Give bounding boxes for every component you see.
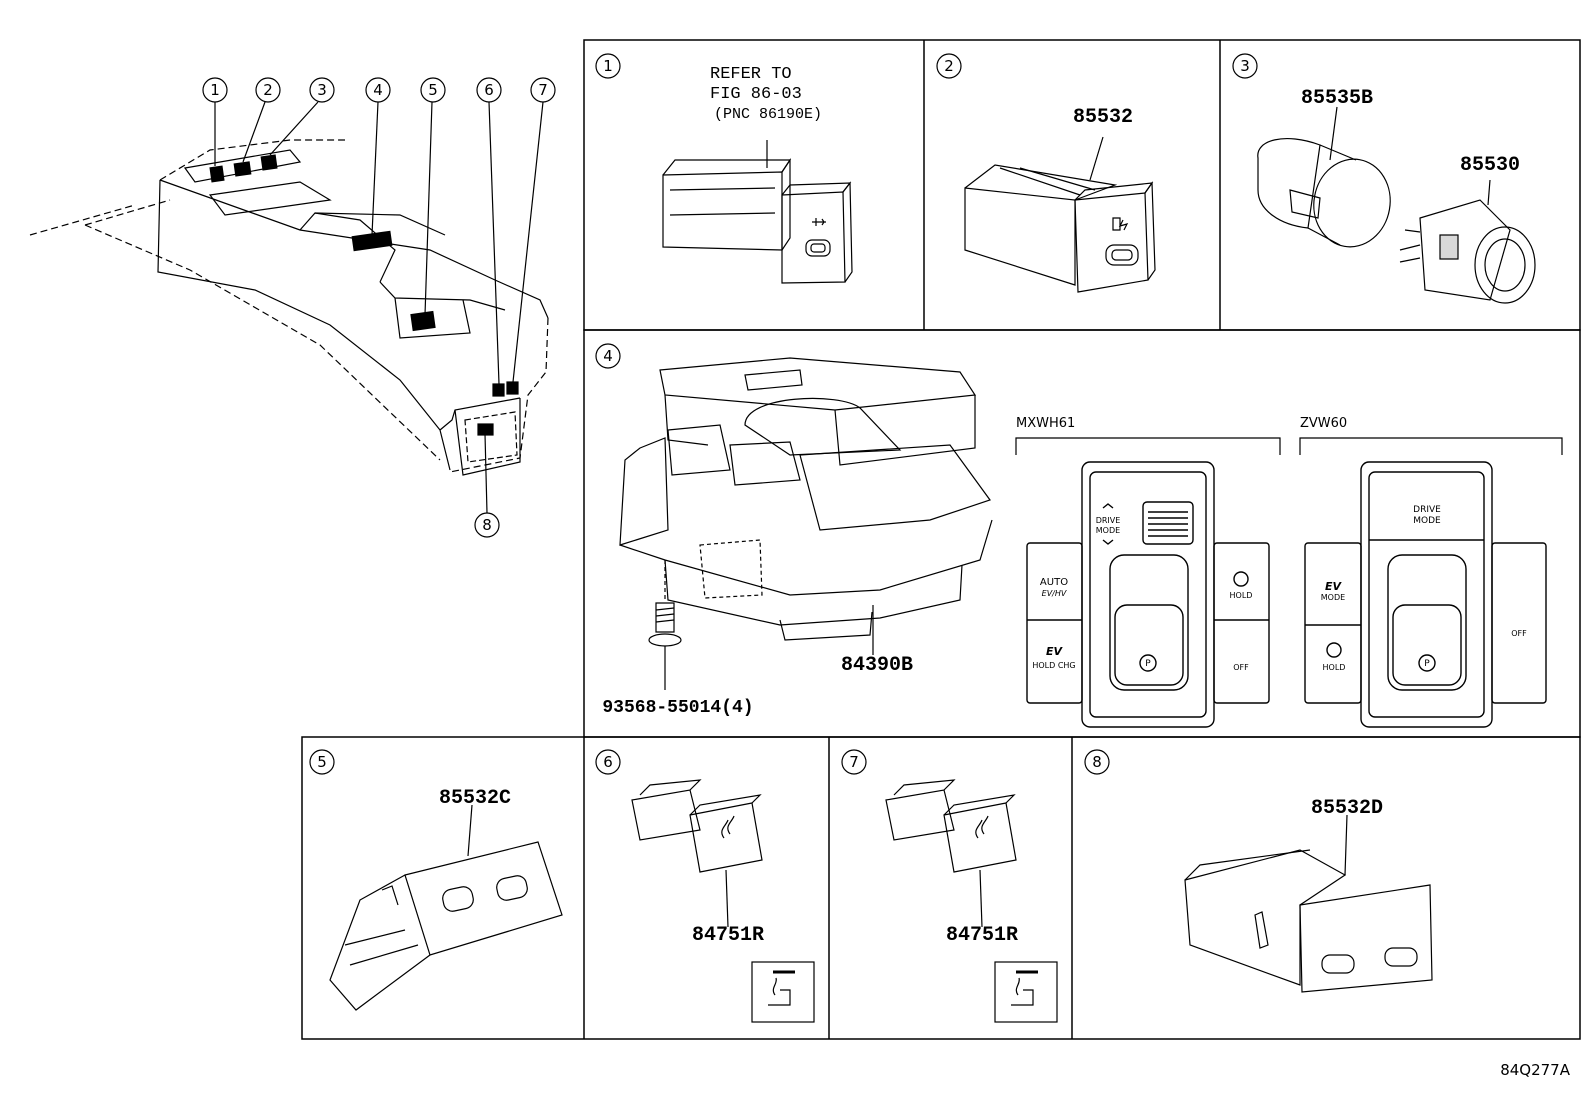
zvw60-switch-panel — [1304, 461, 1547, 728]
part-number-85532C: 85532C — [439, 787, 511, 810]
variant-label-zvw60: ZVW60 — [1300, 416, 1347, 431]
panel-5-number: 5 — [317, 753, 327, 771]
overview-callout-2: 2 — [263, 81, 273, 99]
overview-callout-6: 6 — [484, 81, 494, 99]
zvw60-off-label: OFF — [1511, 629, 1527, 638]
overview-callout-8: 8 — [482, 516, 492, 534]
zvw60-mode-label: MODE — [1413, 516, 1441, 526]
overview-callout-3: 3 — [317, 81, 327, 99]
mxwh61-switch-panel — [1026, 461, 1270, 728]
refer-text-line2: FIG 86-03 — [710, 85, 802, 104]
panel-1-number: 1 — [603, 57, 613, 75]
usb-port-drawing — [662, 140, 853, 284]
overview-callout-5: 5 — [428, 81, 438, 99]
part-number-84390B: 84390B — [841, 654, 913, 677]
part-number-85530: 85530 — [1460, 154, 1520, 177]
heater-switch-drawing-7 — [885, 779, 1058, 1023]
charger-85532D-drawing — [1184, 814, 1433, 993]
panel-3-number: 3 — [1240, 57, 1250, 75]
zvw60-drive-label: DRIVE — [1413, 505, 1441, 515]
socket-85535B-drawing — [1257, 106, 1391, 248]
overview-callout-7: 7 — [538, 81, 548, 99]
mxwh61-drive-label: DRIVE — [1096, 516, 1121, 525]
panel-number-circles — [309, 53, 1258, 775]
panel-7-number: 7 — [849, 753, 859, 771]
figure-code: 84Q277A — [1500, 1061, 1571, 1079]
overview-callout-1: 1 — [210, 81, 220, 99]
mxwh61-hold-label: HOLD — [1230, 591, 1253, 600]
refer-text-line3: (PNC 86190E) — [714, 106, 822, 123]
panel-4-number: 4 — [603, 347, 613, 365]
socket-85530-drawing — [1399, 179, 1536, 304]
console-overview — [29, 77, 556, 538]
variant-brackets — [1015, 437, 1563, 455]
overview-callout-4: 4 — [373, 81, 383, 99]
panel-2-number: 2 — [944, 57, 954, 75]
mxwh61-p-label: P — [1145, 659, 1151, 669]
part-number-85532: 85532 — [1073, 106, 1133, 129]
mxwh61-mode-label: MODE — [1096, 526, 1120, 535]
panel-frames — [301, 39, 1581, 1040]
part-number-84751R-7: 84751R — [946, 924, 1018, 947]
part-number-84751R-6: 84751R — [692, 924, 764, 947]
heater-switch-drawing-6 — [631, 779, 815, 1023]
part-number-85532D: 85532D — [1311, 797, 1383, 820]
mxwh61-evhv-label: EV/HV — [1042, 589, 1067, 598]
panel-6-number: 6 — [603, 753, 613, 771]
mxwh61-ev-label: EV — [1046, 645, 1064, 658]
part-number-85535B: 85535B — [1301, 87, 1373, 110]
variant-label-mxwh61: MXWH61 — [1016, 416, 1075, 431]
zvw60-ev-label: EV — [1325, 580, 1343, 593]
mxwh61-off-label: OFF — [1233, 663, 1249, 672]
charger-85532-drawing — [964, 136, 1156, 293]
zvw60-hold-label: HOLD — [1323, 663, 1346, 672]
charger-85532C-drawing — [329, 804, 563, 1011]
zvw60-ev-mode-label: MODE — [1321, 593, 1345, 602]
refer-text-line1: REFER TO — [710, 65, 792, 84]
mxwh61-auto-label: AUTO — [1040, 577, 1068, 588]
mxwh61-holdchg-label: HOLD CHG — [1032, 661, 1075, 670]
zvw60-p-label: P — [1424, 659, 1430, 669]
panel-8-number: 8 — [1092, 753, 1102, 771]
part-number-93568-55014: 93568-55014(4) — [602, 698, 753, 718]
switch-assembly-84390B-drawing — [619, 357, 993, 690]
